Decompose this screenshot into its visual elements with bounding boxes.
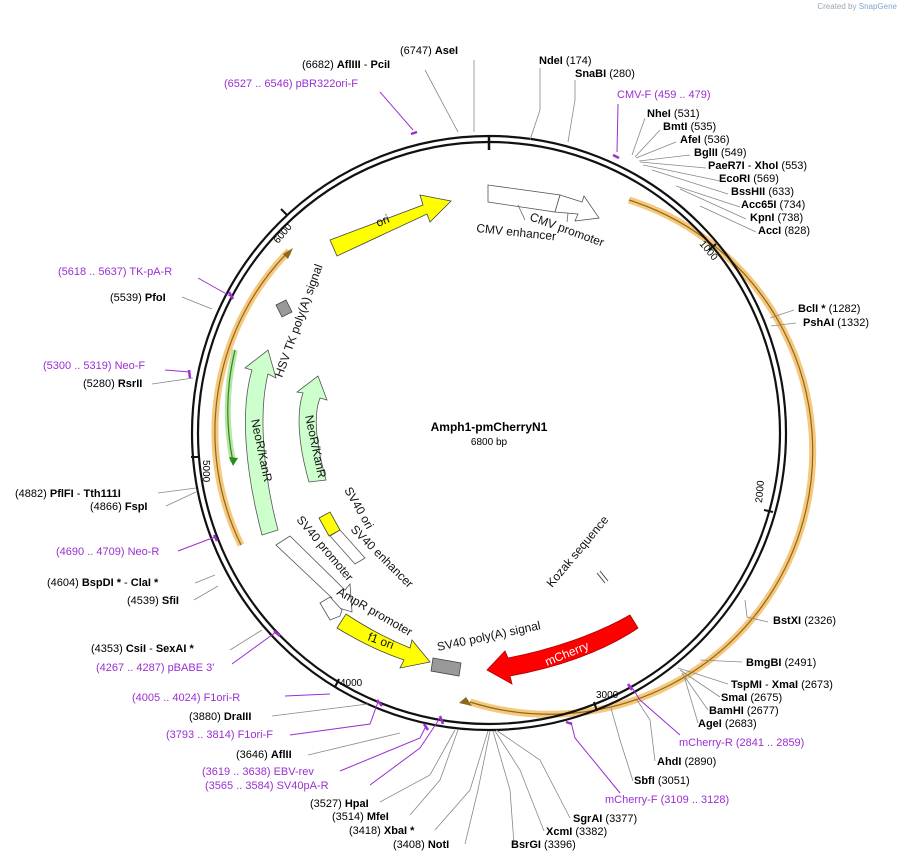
feature-f1-ori	[336, 613, 431, 669]
site-bcli: BclI * (1282)	[798, 303, 860, 315]
feature-neor-outer	[244, 349, 279, 536]
primer-mcherry-f: mCherry-F (3109 .. 3128)	[605, 794, 729, 806]
site-pshai: PshAI (1332)	[803, 317, 869, 329]
site-bsrgi: BsrGI (3396)	[511, 839, 576, 851]
site-sgrai: SgrAI (3377)	[573, 813, 637, 825]
feature-mcherry	[486, 614, 639, 685]
orf-arc-main-head	[459, 697, 472, 706]
site-afei: AfeI (536)	[680, 134, 730, 146]
feature-hsv-tk-label: HSV TK poly(A) signal	[272, 262, 326, 379]
tick-5000: 5000	[200, 460, 211, 483]
site-xcmi: XcmI (3382)	[546, 826, 607, 838]
orf-arc-main-line	[469, 199, 814, 715]
feature-ori	[329, 194, 452, 257]
feature-sv40-enhancer	[329, 529, 366, 565]
plasmid-size: 6800 bp	[471, 437, 508, 448]
backbone-outer	[190, 134, 788, 732]
feature-sv40-polya-label: SV40 poly(A) signal	[436, 618, 542, 654]
orf-arc-left-line	[214, 250, 290, 546]
feature-ampr-promoter	[319, 596, 343, 621]
feature-hsv-tk-polya	[275, 299, 293, 318]
primer-pbabe3: (4267 .. 4287) pBABE 3'	[96, 662, 214, 674]
tick-3000: 3000	[596, 690, 619, 701]
orf-arc-main	[468, 196, 817, 718]
site-nhei: NheI (531)	[647, 108, 700, 120]
site-bspdi-clai: (4604) BspDI * - ClaI *	[47, 577, 159, 589]
primer-f1ori-f: (3793 .. 3814) F1ori-F	[166, 729, 273, 741]
primer-tk-pa-r: (5618 .. 5637) TK-pA-R	[58, 266, 172, 278]
site-fspi: (4866) FspI	[90, 501, 147, 513]
site-bamhi: BamHI (2677)	[709, 705, 779, 717]
site-afliii: (6682) AflIII - PciI	[302, 59, 390, 71]
primer-neo-f: (5300 .. 5319) Neo-F	[43, 360, 145, 372]
site-bstxi: BstXI (2326)	[773, 615, 836, 627]
site-noti: (3408) NotI	[393, 839, 449, 851]
feature-neor-inner	[296, 375, 328, 483]
feature-sv40-polya	[430, 657, 462, 677]
site-asei: (6747) AseI	[400, 45, 458, 57]
site-kpni: KpnI (738)	[750, 212, 803, 224]
site-pflfi-tth111i: (4882) PflFI - Tth111I	[15, 488, 121, 500]
site-bsshii: BssHII (633)	[731, 186, 794, 198]
site-sbfi: SbfI (3051)	[634, 775, 690, 787]
feature-cmv-promoter	[554, 194, 600, 222]
site-aflii: (3646) AflII	[236, 749, 292, 761]
site-hpai: (3527) HpaI	[310, 798, 369, 810]
site-pfoi: (5539) PfoI	[110, 292, 166, 304]
orf-arc-neo-line	[227, 349, 236, 463]
site-bglii: BglII (549)	[694, 147, 747, 159]
primer-mcherry-r: mCherry-R (2841 .. 2859)	[679, 737, 804, 749]
site-sfii: (4539) SfiI	[127, 595, 179, 607]
primer-ebv-rev: (3619 .. 3638) EBV-rev	[202, 766, 314, 778]
feature-cmv-enhancer	[487, 184, 561, 213]
primer-neo-r: (4690 .. 4709) Neo-R	[56, 546, 159, 558]
site-bmgbi: BmgBI (2491)	[746, 657, 816, 669]
tick-4000: 4000	[340, 678, 363, 689]
orf-arc-neo-head	[229, 457, 238, 466]
site-paer7i-xhoi: PaeR7I - XhoI (553)	[708, 160, 807, 172]
tick-2000: 2000	[754, 480, 767, 504]
site-acci: AccI (828)	[758, 225, 810, 237]
features: ori CMV promoter CMV enhancer HSV TK pol…	[244, 184, 639, 685]
feature-ori-label: ori	[374, 212, 392, 230]
site-smai: SmaI (2675)	[721, 692, 782, 704]
site-acc65i: Acc65I (734)	[741, 199, 805, 211]
site-draiii: (3880) DraIII	[189, 711, 251, 723]
snapgene-logo: SnapGene	[858, 2, 897, 11]
credit-text: Created by	[817, 2, 857, 11]
site-leaders	[151, 60, 797, 845]
primer-leaders	[164, 91, 681, 794]
primer-sv40pa-r: (3565 .. 3584) SV40pA-R	[205, 780, 329, 792]
site-labels: (6747) AseI (6682) AflIII - PciI NdeI (1…	[15, 45, 869, 851]
primer-labels: (6527 .. 6546) pBR322ori-F CMV-F (459 ..…	[43, 78, 804, 806]
site-snabi: SnaBI (280)	[575, 68, 635, 80]
primer-pbr322ori-f: (6527 .. 6546) pBR322ori-F	[224, 78, 358, 90]
site-rsrii: (5280) RsrII	[83, 378, 142, 390]
plasmid-name: Amph1-pmCherryN1	[431, 420, 548, 434]
site-tspmi-xmai: TspMI - XmaI (2673)	[731, 679, 833, 691]
site-bmti: BmtI (535)	[663, 121, 716, 133]
primer-f1ori-r: (4005 .. 4024) F1ori-R	[132, 692, 240, 704]
orf-arc-left-head	[283, 248, 293, 259]
primer-cmv-f: CMV-F (459 .. 479)	[617, 89, 711, 101]
site-ecori: EcoRI (569)	[719, 173, 779, 185]
snapgene-credit: Created by SnapGene	[817, 2, 897, 11]
scale-ticks	[191, 208, 774, 712]
site-agei: AgeI (2683)	[698, 718, 757, 730]
site-ahdi: AhdI (2890)	[657, 756, 716, 768]
site-mfei: (3514) MfeI	[332, 811, 389, 823]
feature-kozak	[596, 572, 606, 584]
site-xbai: (3418) XbaI *	[349, 825, 415, 837]
site-csii-sexai: (4353) CsiI - SexAI *	[91, 643, 194, 655]
site-ndei: NdeI (174)	[539, 55, 592, 67]
scale-labels: 1000 2000 3000 4000 5000 6000	[200, 221, 767, 701]
